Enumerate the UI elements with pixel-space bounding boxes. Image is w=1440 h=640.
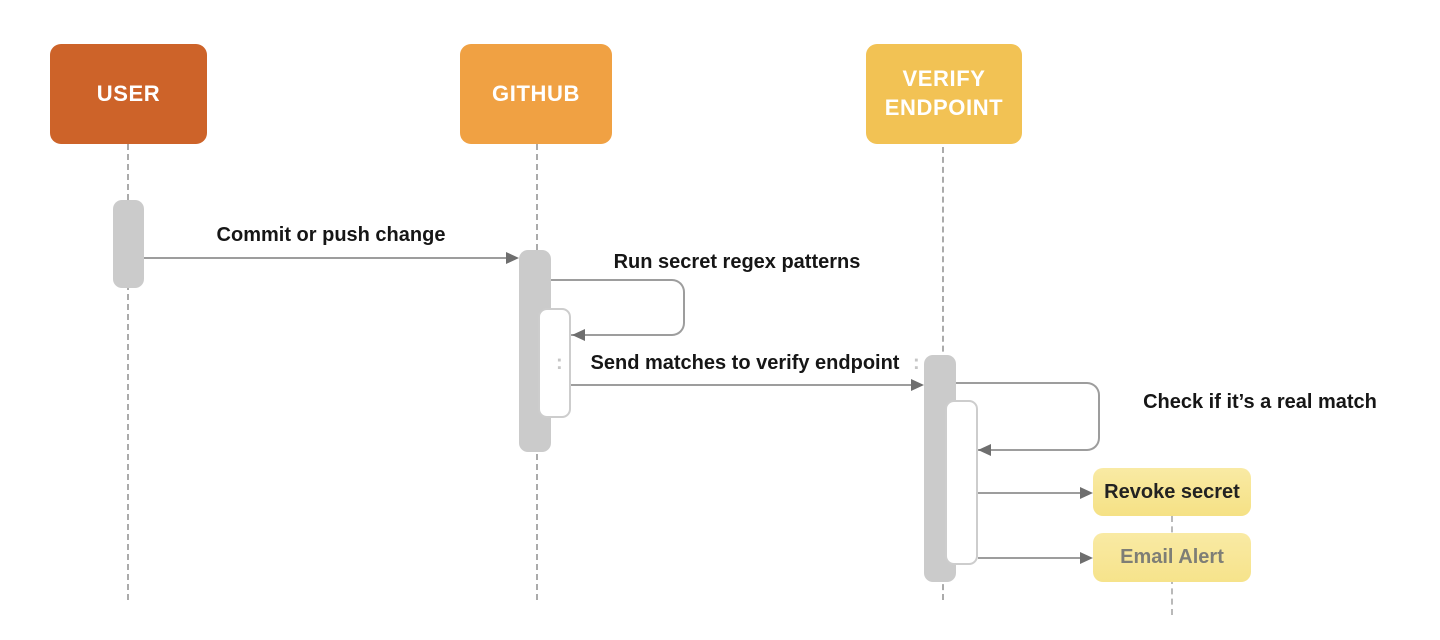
actor-verify-endpoint-label: VERIFY ENDPOINT — [884, 66, 1004, 120]
email-arrowhead-icon — [1080, 552, 1093, 564]
message-line-commit — [144, 257, 508, 259]
actor-user: USER — [50, 44, 207, 144]
message-label-send-matches: Send matches to verify endpoint — [590, 352, 900, 374]
revoke-arrowhead-icon — [1080, 487, 1093, 499]
activation-bar-user — [113, 200, 144, 288]
actor-github-label: GITHUB — [492, 80, 580, 106]
note-revoke-secret: Revoke secret — [1093, 468, 1251, 516]
note-revoke-secret-label: Revoke secret — [1104, 480, 1240, 503]
message-line-email — [978, 557, 1082, 559]
message-label-check-match: Check if it’s a real match — [1143, 391, 1377, 413]
send-matches-prefix-mark: : — [556, 352, 563, 374]
check-match-arrowhead-icon — [978, 444, 991, 456]
message-label-commit: Commit or push change — [216, 224, 446, 246]
actor-user-label: USER — [96, 80, 161, 106]
message-line-revoke — [978, 492, 1082, 494]
note-email-alert-label: Email Alert — [1120, 546, 1224, 568]
activation-bar-github-inner — [538, 308, 571, 418]
run-regex-arrowhead-icon — [572, 329, 585, 341]
message-line-send-matches — [571, 384, 913, 386]
self-loop-check-match — [956, 382, 1100, 451]
self-loop-run-regex — [551, 279, 685, 336]
actor-verify-endpoint: VERIFY ENDPOINT — [866, 44, 1022, 144]
activation-bar-verify-inner — [945, 400, 978, 565]
note-email-alert: Email Alert — [1093, 533, 1251, 582]
message-label-run-regex: Run secret regex patterns — [613, 251, 861, 273]
lifeline-user — [127, 144, 129, 600]
actor-github: GITHUB — [460, 44, 612, 144]
send-matches-suffix-mark: : — [913, 352, 920, 374]
send-matches-arrowhead-icon — [911, 379, 924, 391]
commit-arrowhead-icon — [506, 252, 519, 264]
